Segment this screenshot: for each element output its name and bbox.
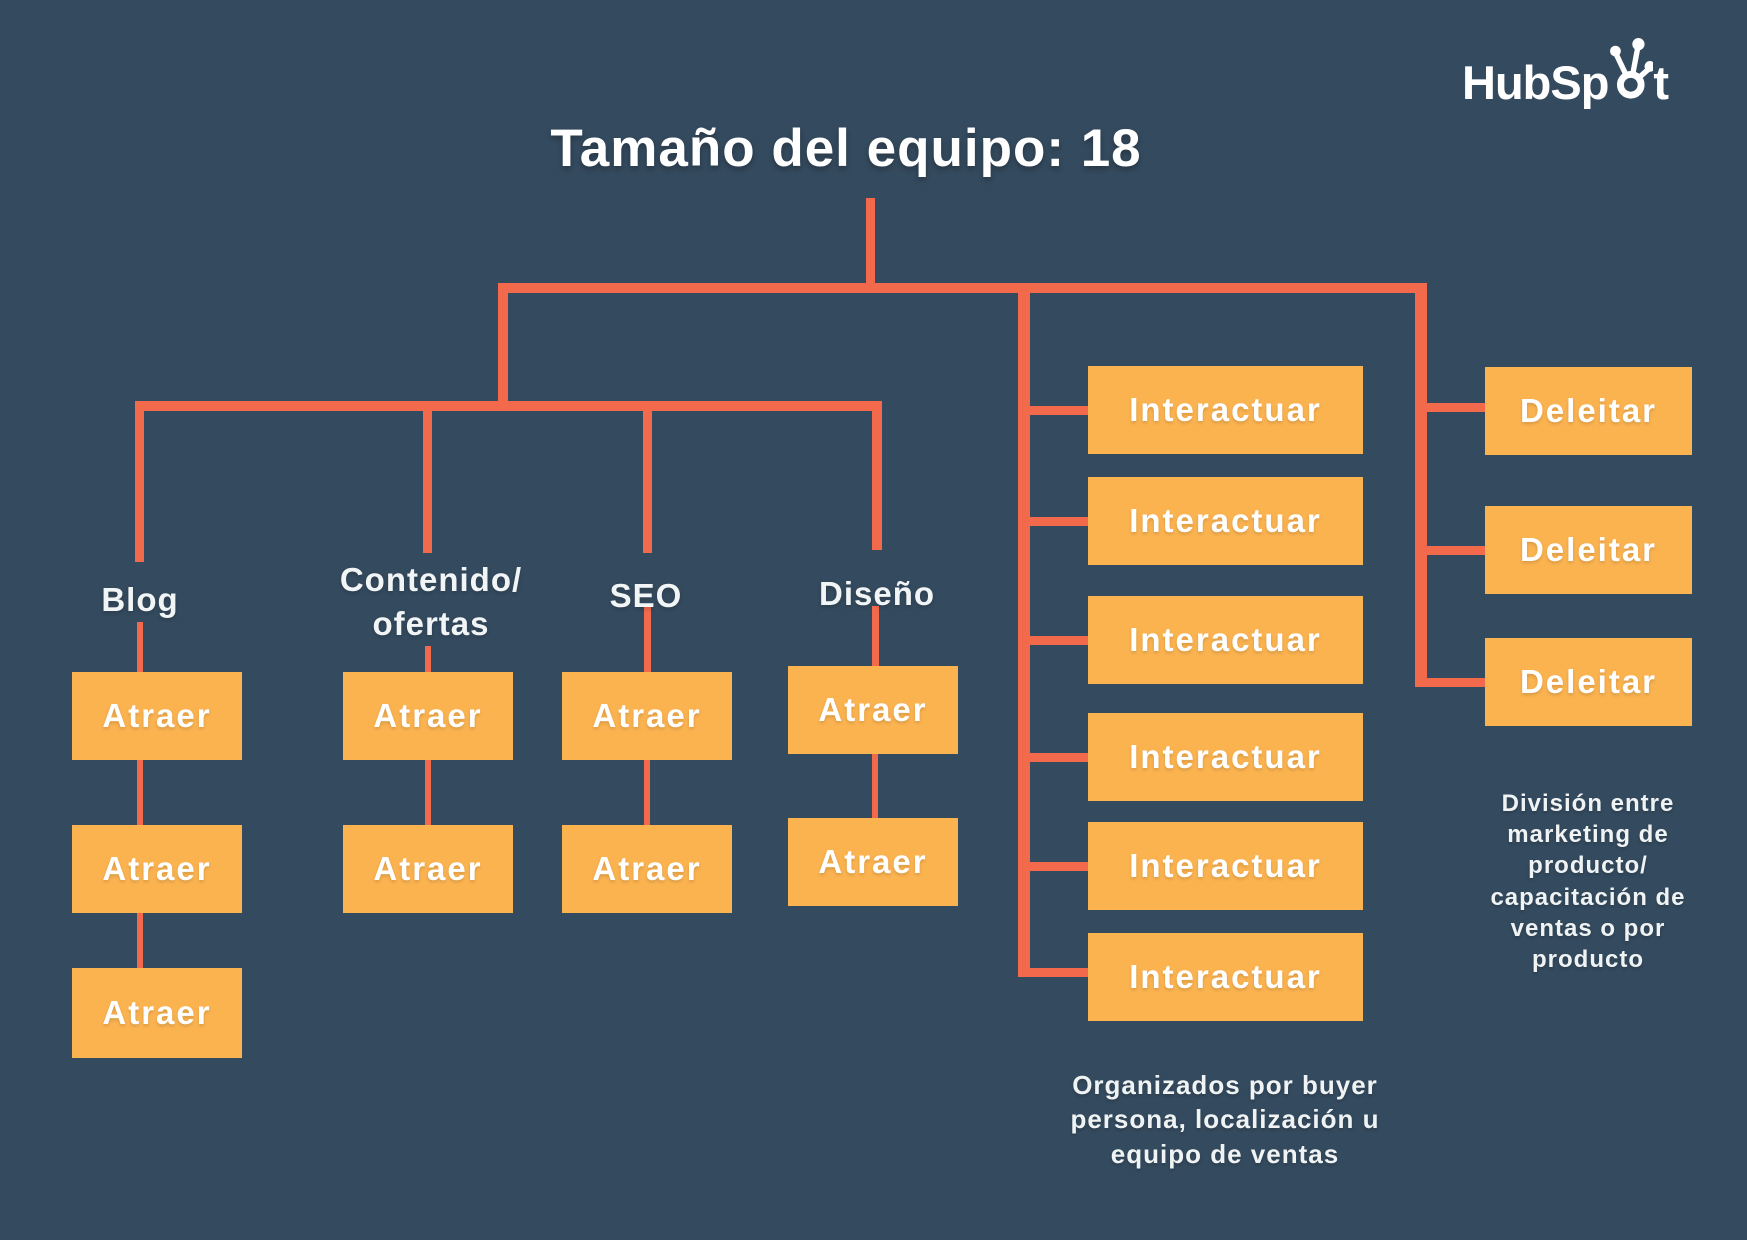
blog-box-connector-2 [137, 913, 143, 968]
hubspot-logo: HubSp t [1462, 34, 1669, 111]
interactuar-stub-5 [1030, 862, 1088, 871]
interactuar-caption: Organizados por buyer persona, localizac… [1040, 1068, 1410, 1171]
atraer-box-contenido-1: Atraer [343, 672, 513, 760]
deleitar-box-2: Deleitar [1485, 506, 1692, 594]
seo-box-connector-1 [644, 760, 650, 825]
interactuar-caption-line1: Organizados por buyer [1072, 1070, 1378, 1100]
column-label-contenido: Contenido/ ofertas [306, 558, 556, 645]
deleitar-caption-line4: capacitación de [1490, 883, 1686, 911]
interactuar-caption-line2: persona, localización u [1070, 1104, 1380, 1135]
deleitar-box-3: Deleitar [1485, 638, 1692, 726]
deleitar-stub-1 [1427, 403, 1485, 412]
column-label-contenido-line1: Contenido/ [339, 561, 523, 598]
blog-label-connector [137, 622, 143, 672]
deleitar-caption-line3: producto/ [1528, 852, 1648, 880]
interactuar-stub-4 [1030, 753, 1088, 762]
logo-text-right: t [1653, 55, 1669, 109]
deleitar-trunk-line [1415, 283, 1427, 687]
hubspot-sprocket-icon [1608, 34, 1654, 111]
main-horizontal-line [498, 283, 1427, 293]
contenido-box-connector-1 [425, 760, 431, 825]
diseno-box-connector-1 [872, 754, 878, 818]
atraer-box-diseno-1: Atraer [788, 666, 958, 754]
left-branch-drop-line [498, 283, 508, 411]
column-label-blog-text: Blog [101, 581, 179, 618]
interactuar-box-4: Interactuar [1088, 713, 1363, 801]
logo-text-left: HubSp [1462, 55, 1609, 109]
interactuar-box-3: Interactuar [1088, 596, 1363, 684]
seo-trunk-line [643, 411, 652, 553]
column-label-seo: SEO [566, 574, 726, 618]
column-label-diseno-text: Diseño [818, 575, 936, 612]
diseno-label-connector [872, 606, 879, 666]
diseno-trunk-line [872, 401, 882, 550]
interactuar-box-2: Interactuar [1088, 477, 1363, 565]
atraer-box-blog-1: Atraer [72, 672, 242, 760]
interactuar-stub-3 [1030, 636, 1088, 645]
atraer-box-contenido-2: Atraer [343, 825, 513, 913]
atraer-box-diseno-2: Atraer [788, 818, 958, 906]
left-group-horizontal-line [135, 401, 882, 411]
seo-label-connector [644, 604, 651, 672]
atraer-box-seo-1: Atraer [562, 672, 732, 760]
interactuar-box-6: Interactuar [1088, 933, 1363, 1021]
column-label-diseno: Diseño [797, 572, 957, 616]
title-stem-line [866, 198, 875, 290]
interactuar-box-5: Interactuar [1088, 822, 1363, 910]
deleitar-box-1: Deleitar [1485, 367, 1692, 455]
deleitar-caption-line2: marketing de [1507, 821, 1669, 849]
deleitar-caption: División entre marketing de producto/ ca… [1470, 788, 1706, 975]
column-label-blog: Blog [60, 578, 220, 622]
deleitar-stub-3 [1427, 678, 1485, 687]
atraer-box-blog-3: Atraer [72, 968, 242, 1058]
interactuar-trunk-line [1018, 283, 1030, 977]
interactuar-stub-2 [1030, 517, 1088, 526]
column-label-seo-text: SEO [609, 577, 683, 614]
blog-box-connector-1 [137, 760, 143, 825]
interactuar-box-1: Interactuar [1088, 366, 1363, 454]
atraer-box-seo-2: Atraer [562, 825, 732, 913]
atraer-box-blog-2: Atraer [72, 825, 242, 913]
deleitar-stub-2 [1427, 546, 1485, 555]
interactuar-stub-1 [1030, 406, 1088, 415]
column-label-contenido-line2: ofertas [372, 604, 490, 642]
interactuar-caption-line3: equipo de ventas [1110, 1138, 1340, 1169]
deleitar-caption-line5: ventas o por [1510, 914, 1666, 942]
contenido-label-connector [425, 646, 431, 672]
blog-trunk-line [135, 401, 144, 562]
contenido-trunk-line [423, 411, 432, 553]
deleitar-caption-line6: producto [1532, 945, 1644, 973]
page-title: Tamaño del equipo: 18 [550, 119, 1142, 178]
interactuar-stub-6 [1030, 968, 1088, 977]
deleitar-caption-line1: División entre [1501, 790, 1675, 817]
